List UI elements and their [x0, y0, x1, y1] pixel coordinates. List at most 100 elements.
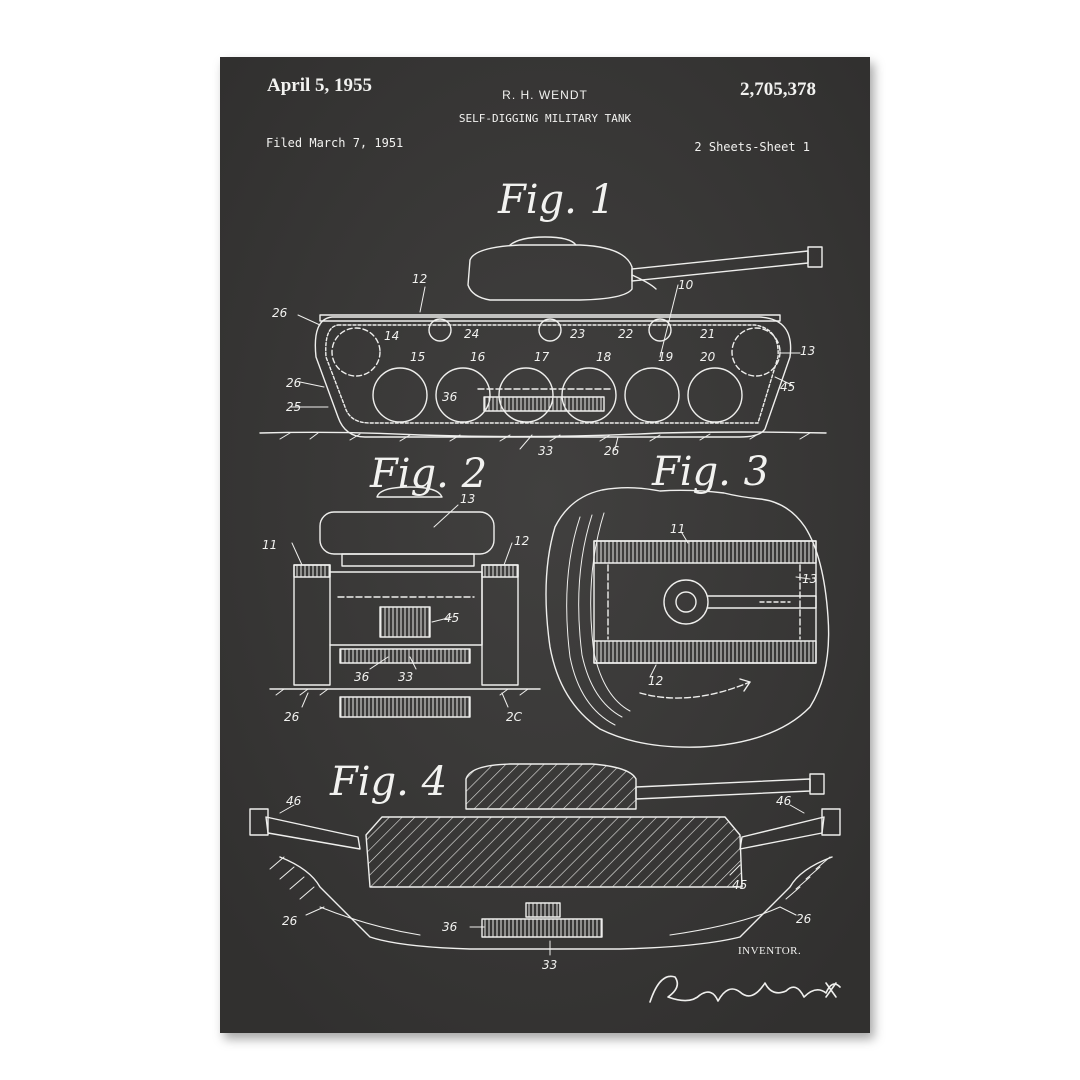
svg-text:26: 26	[282, 914, 298, 928]
svg-text:11: 11	[670, 522, 685, 536]
fig2-hatch	[376, 486, 443, 498]
fig1-return-roller	[428, 318, 452, 342]
fig1-muzzle	[807, 246, 823, 268]
fig2-turret	[319, 511, 495, 555]
inventor-label: INVENTOR.	[738, 945, 802, 957]
fig1-road-wheel	[687, 367, 743, 423]
inventor-name: R. H. WENDT	[502, 88, 588, 102]
svg-text:21: 21	[700, 327, 715, 341]
fig1-road-wheel	[435, 367, 491, 423]
svg-text:24: 24	[464, 327, 479, 341]
svg-text:19: 19	[658, 350, 673, 364]
fig2-cut-trench	[339, 696, 471, 718]
fig1-return-roller	[648, 318, 672, 342]
fig2-gear-stack	[379, 606, 431, 638]
svg-text:12: 12	[412, 272, 427, 286]
fig1-drive-sprocket	[731, 327, 781, 377]
svg-text:15: 15	[410, 350, 425, 364]
figure-4: Fig. 4 46 46 45 26	[249, 759, 841, 972]
svg-text:36: 36	[442, 920, 458, 934]
fig3-gun	[707, 595, 817, 609]
fig1-road-wheel	[561, 367, 617, 423]
fig1-ground-line	[259, 431, 827, 438]
fig3-rotation-arrow	[639, 681, 751, 699]
svg-text:36: 36	[354, 670, 370, 684]
fig4-right-arm	[739, 816, 825, 850]
fig1-idler-wheel	[331, 327, 381, 377]
fig2-turret-ring	[341, 553, 475, 567]
svg-text:13: 13	[802, 572, 817, 586]
fig1-hull-top	[319, 314, 781, 322]
svg-text:33: 33	[398, 670, 413, 684]
svg-text:13: 13	[460, 492, 475, 506]
svg-text:12: 12	[514, 534, 529, 548]
svg-text:13: 13	[800, 344, 815, 358]
figure-3: Fig. 3 11 13 12	[545, 449, 830, 748]
figure-1: Fig. 1	[259, 177, 827, 458]
fig4-pit-outline	[279, 856, 833, 950]
svg-text:11: 11	[262, 538, 277, 552]
fig1-leader-lines	[289, 284, 801, 450]
sheet-count: 2 Sheets-Sheet 1	[694, 140, 810, 154]
svg-text:26: 26	[796, 912, 812, 926]
svg-text:20: 20	[700, 350, 716, 364]
svg-text:18: 18	[596, 350, 612, 364]
svg-text:26: 26	[604, 444, 620, 458]
patent-poster: April 5, 1955 R. H. WENDT 2,705,378 SELF…	[220, 57, 870, 1033]
svg-text:22: 22	[618, 327, 633, 341]
fig4-muzzle	[809, 773, 825, 795]
svg-text:46: 46	[286, 794, 302, 808]
fig4-soil-hatching	[269, 856, 831, 900]
svg-text:45: 45	[732, 878, 747, 892]
svg-text:36: 36	[442, 390, 458, 404]
fig1-turret	[467, 244, 633, 301]
svg-text:12: 12	[648, 674, 663, 688]
fig1-road-wheel	[498, 367, 554, 423]
fig1-track	[314, 316, 792, 438]
svg-text:23: 23	[570, 327, 585, 341]
fig-4-label: Fig. 4	[329, 759, 447, 805]
fig2-hull	[329, 571, 483, 646]
patent-drawing: Fig. 1	[249, 177, 841, 1003]
fig1-reference-numerals: 12 26 10 14 24 23 22 21 13 15 16 17 18 1…	[272, 272, 815, 458]
fig1-digging-drum	[483, 396, 605, 412]
svg-text:26: 26	[286, 376, 302, 390]
svg-text:45: 45	[780, 380, 795, 394]
fig1-hatch	[509, 236, 577, 246]
fig3-reference-numerals: 11 13 12	[648, 522, 817, 688]
fig4-reference-numerals: 46 46 45 26 36 26 33	[282, 794, 812, 972]
fig2-left-track	[293, 564, 331, 686]
patent-number: 2,705,378	[740, 79, 816, 100]
svg-text:45: 45	[444, 611, 459, 625]
svg-text:14: 14	[384, 329, 399, 343]
fig1-ground-hatching	[279, 432, 811, 442]
patent-date: April 5, 1955	[267, 75, 373, 96]
filed-date: Filed March 7, 1951	[266, 136, 404, 150]
fig2-leader-lines	[291, 504, 513, 708]
patent-title: SELF-DIGGING MILITARY TANK	[458, 112, 632, 125]
svg-text:17: 17	[534, 350, 550, 364]
fig3-excavation-outline	[545, 487, 830, 748]
fig3-upper-track	[593, 540, 817, 564]
fig4-turret	[465, 763, 637, 810]
svg-text:2C: 2C	[506, 710, 523, 724]
fig4-leader-lines	[279, 804, 805, 956]
svg-text:26: 26	[272, 306, 288, 320]
svg-text:46: 46	[776, 794, 792, 808]
fig1-road-wheel	[624, 367, 680, 423]
fig1-gun-barrel	[631, 250, 809, 282]
svg-text:25: 25	[286, 400, 301, 414]
fig1-return-roller	[538, 318, 562, 342]
fig2-right-track	[481, 564, 519, 686]
svg-text:16: 16	[470, 350, 486, 364]
fig3-leader-lines	[649, 532, 811, 678]
svg-text:33: 33	[542, 958, 557, 972]
fig2-reference-numerals: 13 11 12 45 36 33 26 2C	[262, 492, 529, 724]
figure-2: Fig. 2 13 11 12 45 36 33 26	[262, 451, 541, 724]
fig3-lower-track	[593, 640, 817, 664]
fig3-turret	[663, 579, 709, 625]
fig4-left-arm	[265, 816, 361, 850]
fig4-digging-drum	[481, 918, 603, 938]
svg-text:10: 10	[678, 278, 694, 292]
fig4-hull-section	[365, 816, 743, 888]
